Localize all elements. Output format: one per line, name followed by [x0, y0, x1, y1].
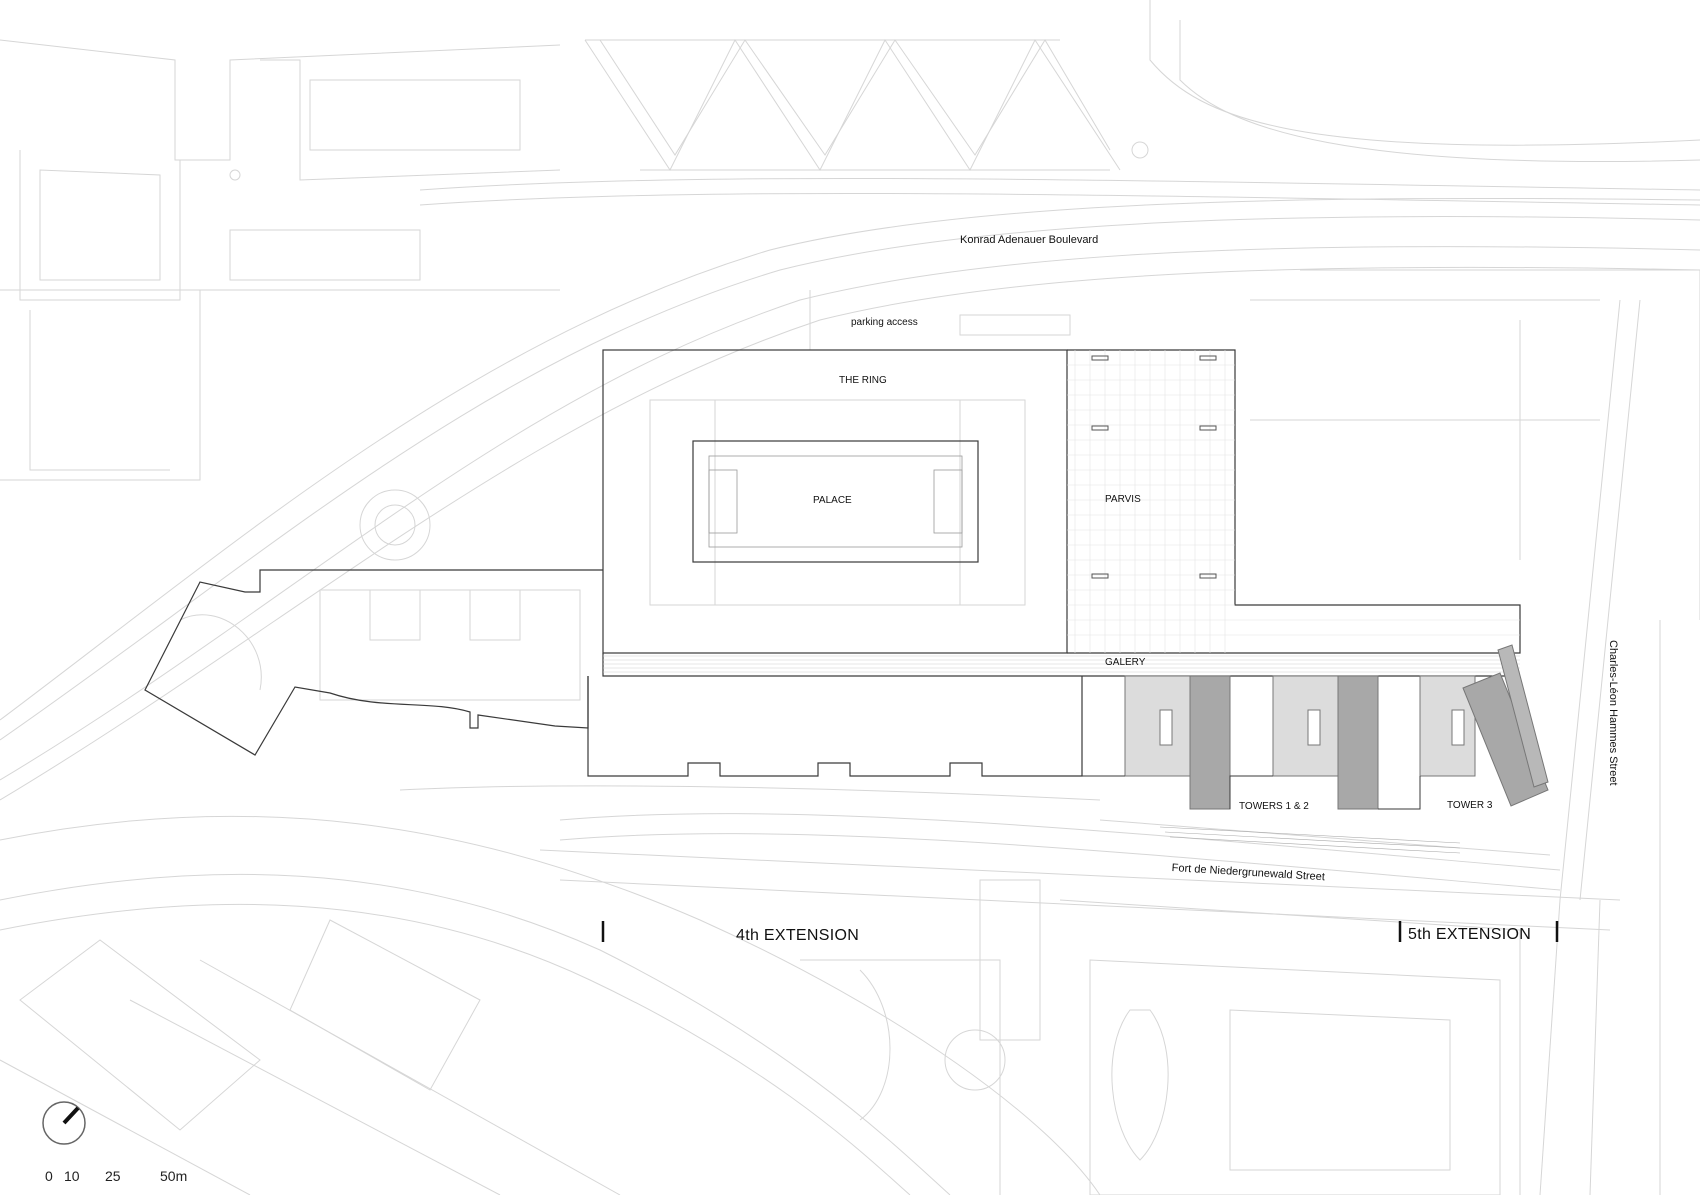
scale-tick-10: 10 [64, 1168, 80, 1184]
tower-3-dark [1462, 672, 1549, 807]
parvis-label: PARVIS [1105, 494, 1141, 505]
the-ring-outline [602, 349, 1068, 654]
parvis-grid [1067, 350, 1520, 653]
hammes-street-label: Charles-Léon Hammes Street [1607, 640, 1619, 786]
ext5-label: 5th EXTENSION [1408, 926, 1532, 943]
tower-steps [1159, 826, 1461, 854]
towers-group [1124, 644, 1549, 810]
north-arrow-icon [42, 1101, 86, 1145]
left-wing-outline [144, 569, 603, 756]
galery-label: GALERY [1105, 657, 1146, 668]
scale-tick-50m: 50m [160, 1168, 188, 1184]
parking-access-label: parking access [851, 317, 918, 328]
scale-tick-0: 0 [45, 1168, 53, 1184]
palace-outline [692, 440, 979, 563]
galery-hatch [603, 655, 1520, 673]
boulevard-label: Konrad Adenauer Boulevard [960, 234, 1099, 246]
ext4-label: 4th EXTENSION [736, 927, 860, 944]
tower-3-label: TOWER 3 [1447, 800, 1493, 811]
tower-2-dark [1337, 675, 1379, 810]
tower-1-dark [1189, 675, 1231, 810]
the-ring-label: THE RING [839, 375, 887, 386]
towers-1-2-label: TOWERS 1 & 2 [1239, 801, 1309, 812]
palace-label: PALACE [813, 495, 852, 506]
tower-2-light [1272, 675, 1339, 777]
parvis-outline [1067, 349, 1521, 654]
scale-tick-25: 25 [105, 1168, 121, 1184]
tower-1-light [1124, 675, 1191, 777]
extension-markers [601, 921, 1559, 942]
parvis-benches [1091, 355, 1217, 579]
